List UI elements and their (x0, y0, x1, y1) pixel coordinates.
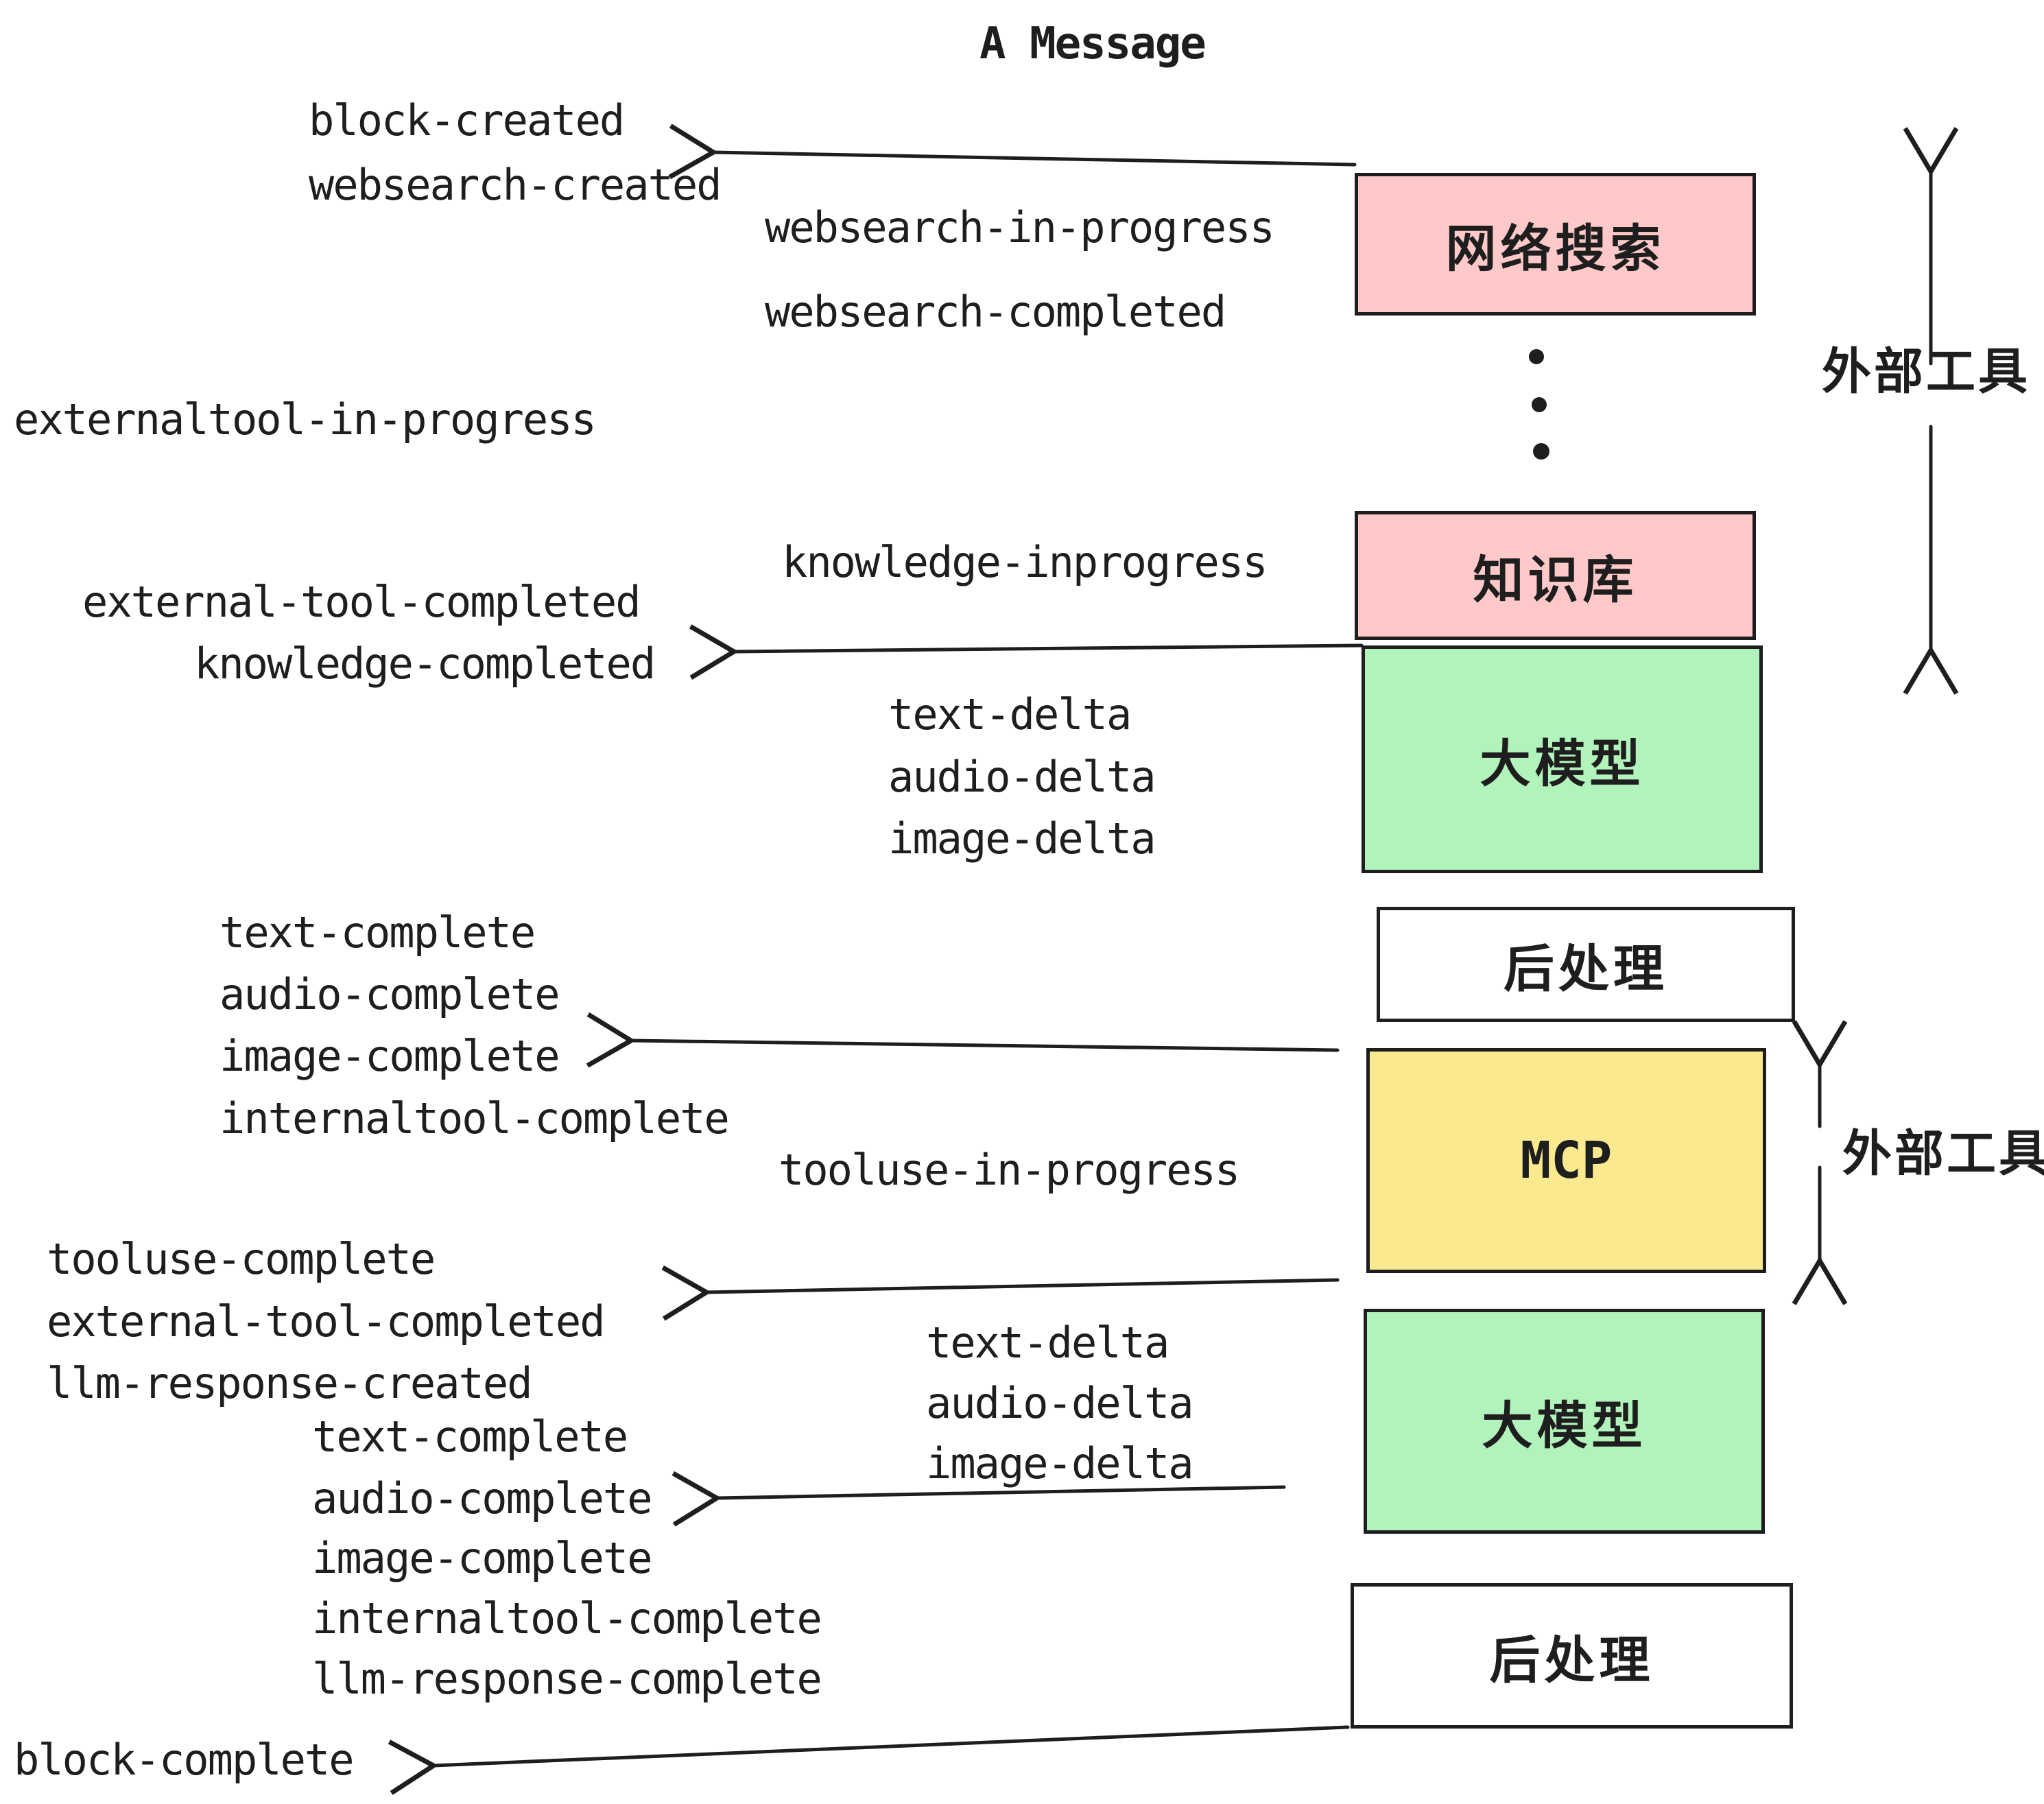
box-postprocess-bottom: 后处理 (1351, 1583, 1793, 1729)
event-knowledge-inprogress: knowledge-inprogress (782, 537, 1268, 587)
box-mcp-label: MCP (1520, 1131, 1613, 1190)
event-block-created: block-created (309, 95, 625, 145)
box-llm-bottom-label: 大模型 (1482, 1396, 1647, 1456)
event-text-delta-2: text-delta (926, 1318, 1169, 1368)
event-audio-delta-2: audio-delta (926, 1378, 1194, 1428)
event-externaltool-in-progress: externaltool-in-progress (14, 394, 597, 444)
event-audio-complete-2: audio-complete (312, 1473, 653, 1523)
event-block-complete: block-complete (14, 1735, 355, 1785)
box-mcp: MCP (1366, 1048, 1766, 1273)
box-llm-top: 大模型 (1362, 645, 1763, 873)
box-llm-top-label: 大模型 (1479, 734, 1645, 794)
arrow-mcp-to-image-complete (586, 1012, 1340, 1068)
event-image-delta-2: image-delta (926, 1438, 1194, 1488)
external-tools-label-top: 外部工具 (1822, 342, 2031, 401)
box-knowledge-label: 知识库 (1473, 550, 1638, 610)
arrow-mcp-to-tooluse-complete (661, 1265, 1340, 1321)
box-websearch: 网络搜索 (1355, 173, 1756, 316)
box-postprocess-bottom-label: 后处理 (1489, 1630, 1654, 1690)
arrow-llm2-to-audio-complete (672, 1471, 1286, 1527)
box-websearch-label: 网络搜索 (1445, 219, 1665, 278)
box-postprocess-top: 后处理 (1377, 907, 1795, 1022)
event-audio-delta-1: audio-delta (888, 752, 1156, 802)
box-knowledge: 知识库 (1355, 511, 1756, 640)
event-internaltool-complete-2: internaltool-complete (312, 1593, 822, 1643)
box-llm-bottom: 大模型 (1364, 1309, 1765, 1534)
event-audio-complete-1: audio-complete (219, 969, 560, 1019)
event-image-delta-1: image-delta (888, 814, 1156, 864)
event-image-complete-1: image-complete (219, 1031, 560, 1081)
arrow-llm1-to-knowledge-completed (689, 624, 1364, 680)
event-llm-response-created: llm-response-created (47, 1358, 533, 1408)
event-websearch-completed: websearch-completed (765, 287, 1226, 337)
event-tooluse-complete: tooluse-complete (47, 1234, 436, 1284)
arrow-websearch-box-to-created (668, 123, 1357, 180)
event-text-complete-2: text-complete (312, 1412, 628, 1462)
event-external-tool-completed-1: external-tool-completed (82, 577, 641, 627)
external-tools-label-bottom: 外部工具 (1842, 1124, 2044, 1183)
box-postprocess-top-label: 后处理 (1504, 939, 1668, 999)
event-websearch-created: websearch-created (309, 160, 722, 210)
event-image-complete-2: image-complete (312, 1533, 653, 1583)
event-external-tool-completed-2: external-tool-completed (47, 1296, 606, 1346)
event-knowledge-completed: knowledge-completed (194, 639, 656, 689)
ellipsis-dot (1532, 397, 1547, 412)
event-internaltool-complete-1: internaltool-complete (219, 1093, 730, 1143)
ellipsis-dot (1533, 443, 1549, 460)
event-text-delta-1: text-delta (888, 689, 1132, 739)
event-llm-response-complete: llm-response-complete (312, 1654, 822, 1704)
event-websearch-in-progress: websearch-in-progress (765, 202, 1275, 252)
arrow-post2-to-block-complete (388, 1725, 1350, 1795)
ellipsis-dot (1529, 349, 1544, 364)
event-text-complete-1: text-complete (219, 907, 536, 958)
event-tooluse-in-progress: tooluse-in-progress (779, 1145, 1240, 1195)
page-title: A Message (979, 19, 1207, 69)
